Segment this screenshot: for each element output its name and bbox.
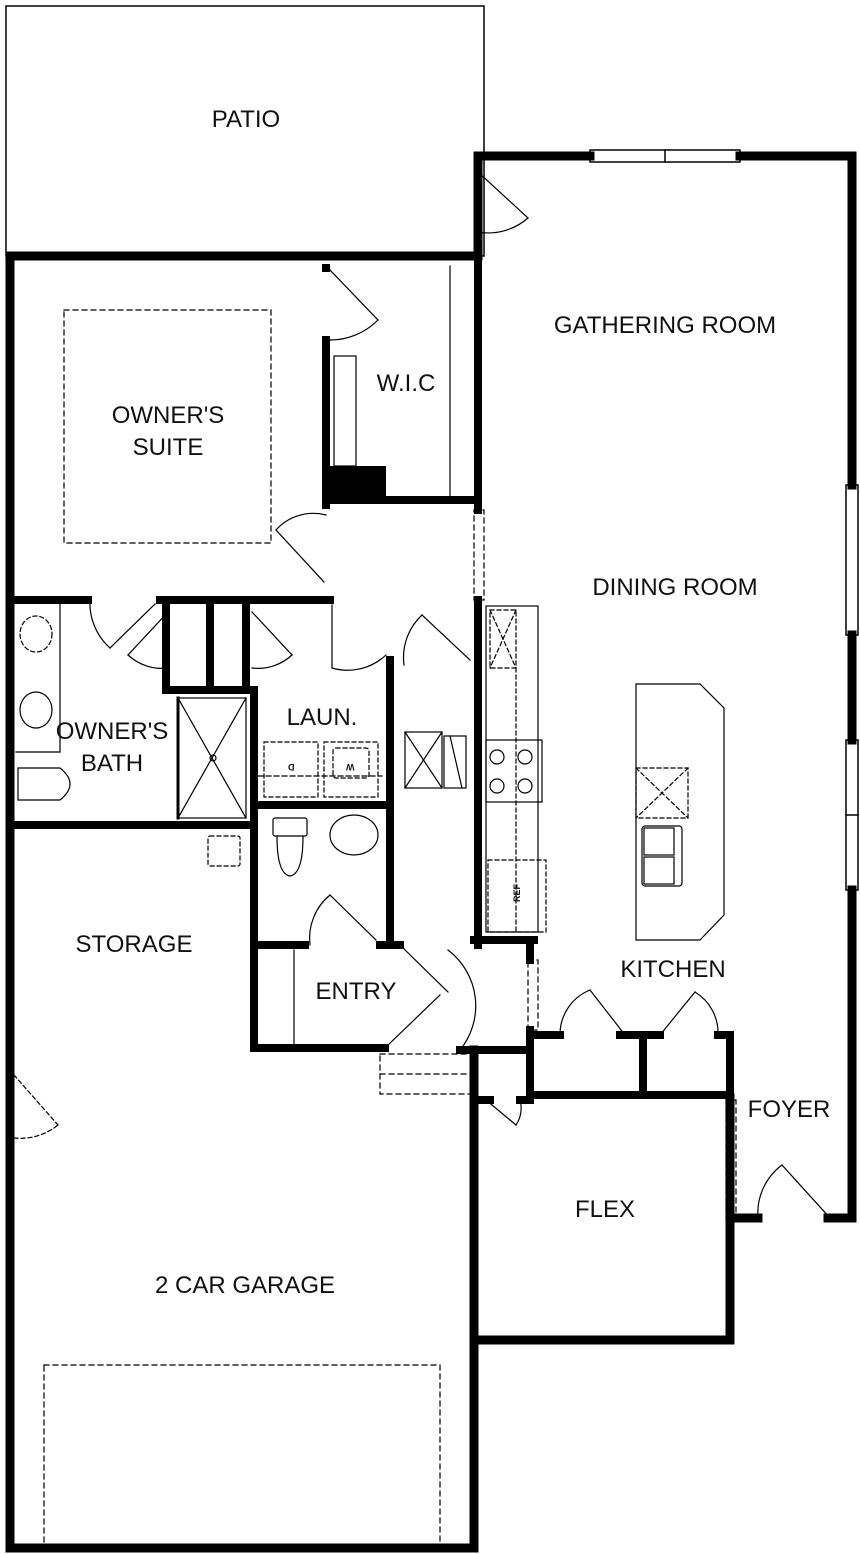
dryer-label: D bbox=[288, 762, 295, 772]
exterior-walls bbox=[5, 151, 857, 1553]
bed-outline bbox=[63, 309, 272, 544]
room-label-owners-suite-2: SUITE bbox=[132, 434, 204, 461]
room-label-foyer: FOYER bbox=[747, 1096, 831, 1123]
room-label-dining-room: DINING ROOM bbox=[592, 574, 758, 601]
room-label-kitchen: KITCHEN bbox=[620, 956, 726, 983]
room-label-garage: 2 CAR GARAGE bbox=[154, 1272, 336, 1299]
interior-walls bbox=[6, 252, 734, 1104]
room-label-owners-bath-1: OWNER'S bbox=[55, 718, 169, 745]
washer-label: W bbox=[346, 762, 355, 772]
room-label-gathering-room: GATHERING ROOM bbox=[553, 312, 777, 339]
wic-pillar bbox=[330, 466, 386, 502]
room-label-flex: FLEX bbox=[574, 1196, 636, 1223]
refrigerator-label: REF bbox=[512, 884, 522, 902]
room-label-entry: ENTRY bbox=[315, 978, 397, 1005]
room-label-patio: PATIO bbox=[211, 106, 281, 133]
room-label-laundry: LAUN. bbox=[286, 704, 358, 731]
room-label-wic: W.I.C bbox=[376, 370, 436, 397]
room-label-owners-suite-1: OWNER'S bbox=[111, 402, 225, 429]
room-label-storage: STORAGE bbox=[75, 931, 193, 958]
room-label-owners-bath-2: BATH bbox=[80, 750, 144, 777]
windows bbox=[589, 149, 859, 891]
doors bbox=[13, 171, 831, 1219]
